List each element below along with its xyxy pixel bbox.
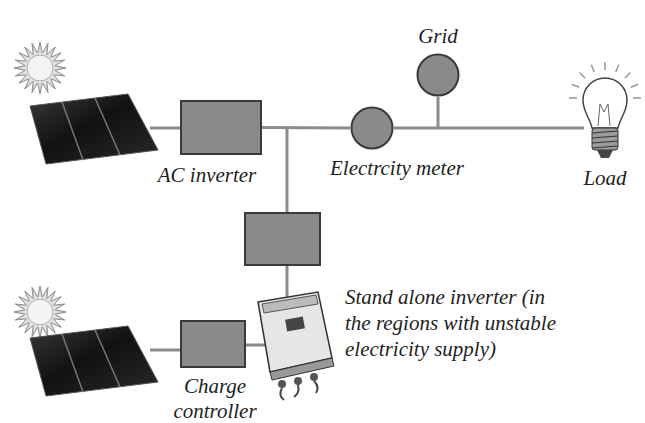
inverter-device [258,292,334,400]
meter-circle: Electrcity meter [350,106,394,150]
label-holder: Electrcity meter [330,156,464,181]
bulb-thread [592,141,618,143]
node-label: Grid [418,24,458,49]
sun-icon [14,286,66,338]
label-holder: Charge controller [160,374,270,423]
light-ray [572,84,579,87]
text-label: Load [583,166,626,191]
light-ray [633,97,641,99]
inverter-note: Stand alone inverter (in the regions wit… [345,284,557,362]
bulb-thread [592,146,618,148]
sun-icon [27,299,53,325]
load-label: Load [583,166,626,191]
light-ray [616,65,619,72]
sun-icon [14,42,66,94]
light-ray [631,84,638,87]
controller-box: Charge controller [180,320,246,368]
inverter-box: AC inverter [180,100,262,155]
grid-circle: Grid [416,53,460,97]
light-bulb [569,62,641,158]
sun-icons [14,42,66,338]
node-label: AC inverter [158,163,257,188]
label-holder: AC inverter [158,163,257,188]
solar-panel [30,94,158,164]
node-label: Charge controller [160,374,270,423]
circle-shape [418,55,459,96]
circle-shape [352,108,393,149]
bulb-thread [592,136,618,138]
light-ray [604,62,606,70]
solar-panel [30,326,158,396]
connector [262,126,350,130]
light-ray [569,97,577,99]
circle-outline [416,53,460,97]
light-ray [625,73,631,79]
circle-outline [350,106,394,150]
sun-icon [27,55,53,81]
node-label: Electrcity meter [330,156,464,181]
switch-box [245,213,320,265]
bulb-thread [592,131,618,133]
light-ray [591,65,594,72]
text-label: Stand alone inverter (in the regions wit… [345,284,557,362]
label-holder: Grid [418,24,458,49]
light-ray [580,73,586,79]
